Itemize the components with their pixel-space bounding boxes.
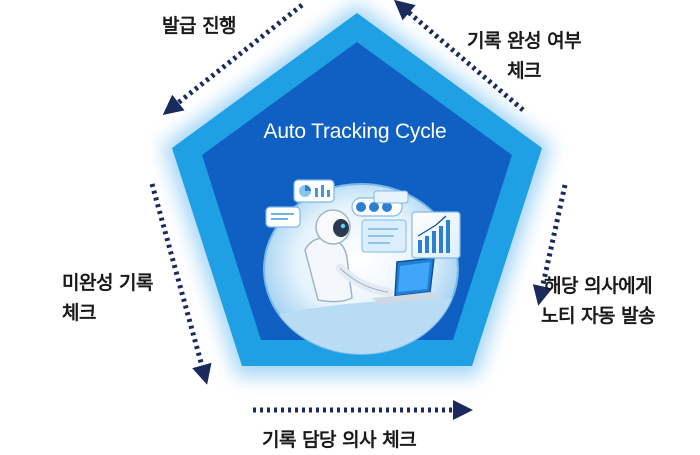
robot-face	[333, 219, 349, 237]
laptop-base	[372, 292, 440, 304]
step-check-doctor-label: 기록 담당 의사 체크	[262, 429, 417, 451]
document-icon	[361, 219, 407, 253]
step-check-incomplete-label: 미완성 기록 체크	[62, 272, 154, 324]
chat-bubble-icon	[373, 190, 409, 204]
arrow-to-notify	[532, 184, 568, 306]
arrow-check-complete-to-issue	[162, 3, 304, 115]
step-issue-label: 발급 진행	[162, 15, 237, 37]
step-check-complete-label: 기록 완성 여부 체크	[467, 30, 582, 82]
auto-tracking-cycle-diagram	[149, 0, 568, 420]
cycle-arrows	[149, 0, 568, 420]
pie-chart-icon	[293, 179, 335, 203]
arrow-to-check-complete	[393, 0, 525, 112]
chat-bubble-icon	[265, 206, 301, 228]
arrow-to-check-incomplete	[149, 183, 212, 385]
center-illustration	[263, 179, 461, 355]
cycle-title: Auto Tracking Cycle	[263, 120, 447, 143]
step-notify-label: 해당 의사에게 노티 자동 발송	[541, 275, 656, 327]
robot-icon	[304, 237, 353, 303]
bar-chart-icon	[411, 211, 461, 259]
